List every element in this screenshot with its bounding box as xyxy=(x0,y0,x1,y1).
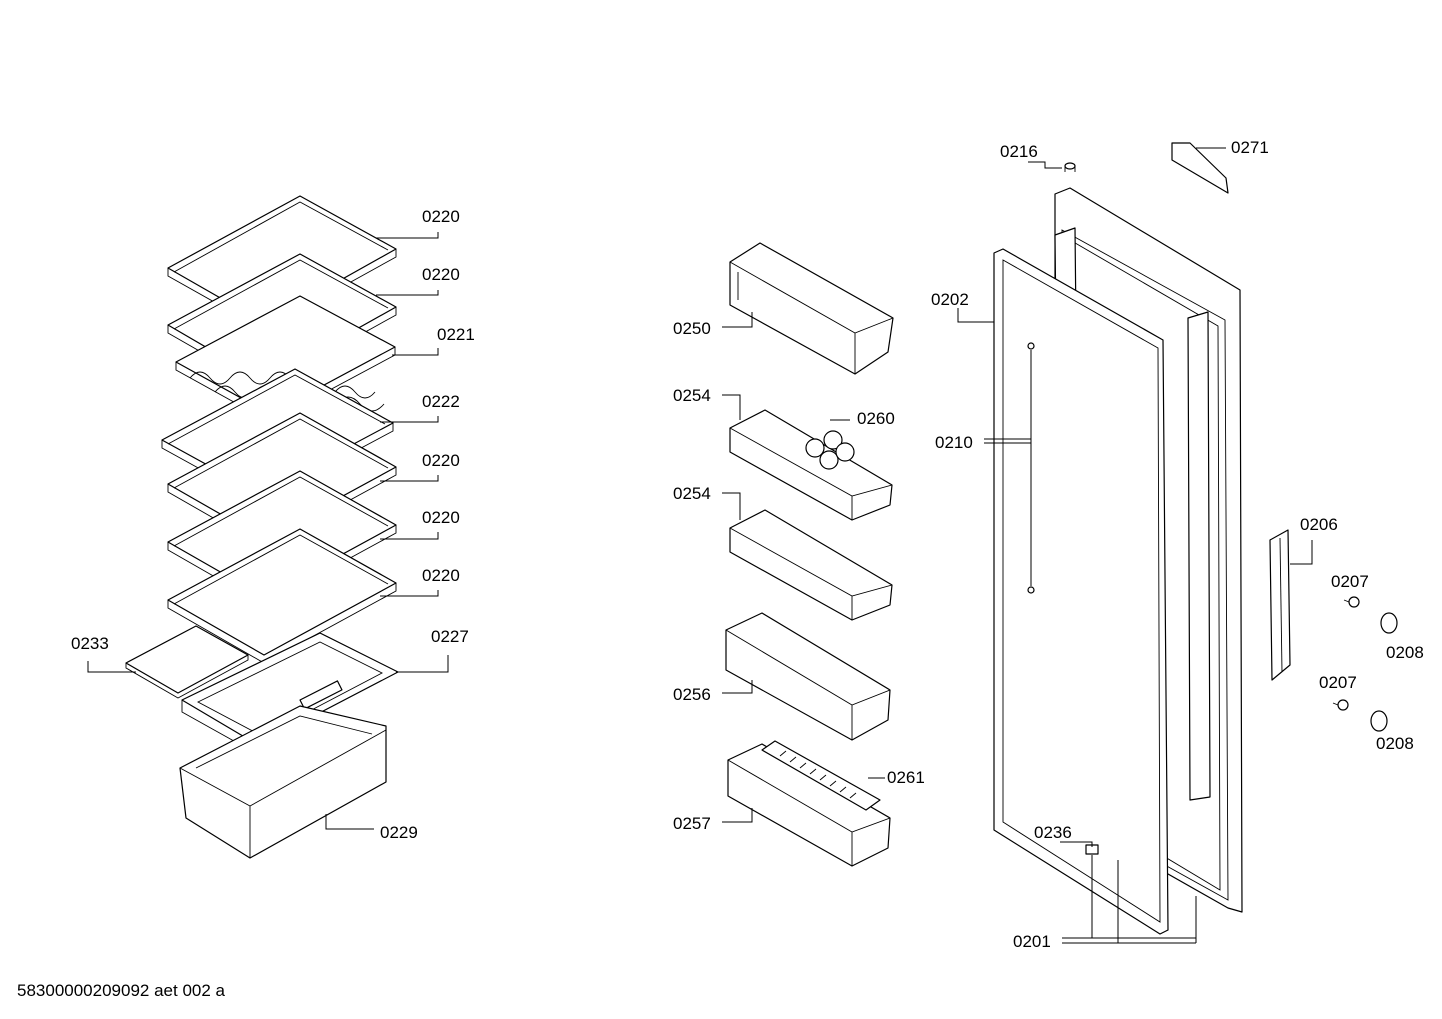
cap-0208-lower[interactable] xyxy=(1370,710,1388,732)
part-labels: 0220 0220 0221 0222 0220 0220 0220 0233 … xyxy=(71,138,1424,951)
label-0260: 0260 xyxy=(857,409,895,428)
label-0254-lower: 0254 xyxy=(673,484,711,503)
label-0210: 0210 xyxy=(935,433,973,452)
door-bin-0250[interactable] xyxy=(729,242,894,375)
cap-0208-upper[interactable] xyxy=(1380,612,1398,634)
label-0221: 0221 xyxy=(437,325,475,344)
door-gasket-0202[interactable] xyxy=(993,248,1169,935)
door-pin-lower xyxy=(1027,586,1035,594)
door-handle-0206[interactable] xyxy=(1269,529,1291,681)
door-bin-0254-lower[interactable] xyxy=(729,509,893,621)
leader-lines-right xyxy=(957,147,1313,944)
hinge-bolt-0216[interactable] xyxy=(1064,162,1076,172)
label-0216: 0216 xyxy=(1000,142,1038,161)
label-0254-upper: 0254 xyxy=(673,386,711,405)
label-0229: 0229 xyxy=(380,823,418,842)
label-0220-third: 0220 xyxy=(422,451,460,470)
label-0206: 0206 xyxy=(1300,515,1338,534)
label-0208-upper: 0208 xyxy=(1386,643,1424,662)
label-0202: 0202 xyxy=(931,290,969,309)
label-0257: 0257 xyxy=(673,814,711,833)
label-0208-lower: 0208 xyxy=(1376,734,1414,753)
leader-lines-middle xyxy=(722,312,885,823)
label-0261: 0261 xyxy=(887,768,925,787)
screw-0207-lower[interactable] xyxy=(1332,699,1349,711)
cover-strip-0271[interactable] xyxy=(1171,142,1229,194)
bottle-holder-0261[interactable] xyxy=(761,740,881,811)
label-0220-second: 0220 xyxy=(422,265,460,284)
label-0256: 0256 xyxy=(673,685,711,704)
label-0222: 0222 xyxy=(422,392,460,411)
door-bin-0256[interactable] xyxy=(725,612,891,741)
label-0227: 0227 xyxy=(431,627,469,646)
label-0220-top: 0220 xyxy=(422,207,460,226)
drawing-code: 58300000209092 aet 002 a xyxy=(17,981,225,1000)
label-0207-upper: 0207 xyxy=(1331,572,1369,591)
egg-tray-0260[interactable] xyxy=(805,430,855,470)
label-0201: 0201 xyxy=(1013,932,1051,951)
label-0233: 0233 xyxy=(71,634,109,653)
label-0236: 0236 xyxy=(1034,823,1072,842)
door-bin-0254-upper[interactable] xyxy=(729,409,893,521)
screw-0207-upper[interactable] xyxy=(1343,596,1360,608)
glass-plate-0233[interactable] xyxy=(125,625,249,699)
vegetable-container-0229[interactable] xyxy=(179,705,387,859)
label-0220-fourth: 0220 xyxy=(422,508,460,527)
label-0207-lower: 0207 xyxy=(1319,673,1357,692)
door-pin-upper xyxy=(1027,342,1035,350)
door-bin-0257[interactable] xyxy=(727,743,891,867)
label-0220-fifth: 0220 xyxy=(422,566,460,585)
label-0271: 0271 xyxy=(1231,138,1269,157)
label-0250: 0250 xyxy=(673,319,711,338)
leader-lines-left xyxy=(87,232,449,830)
